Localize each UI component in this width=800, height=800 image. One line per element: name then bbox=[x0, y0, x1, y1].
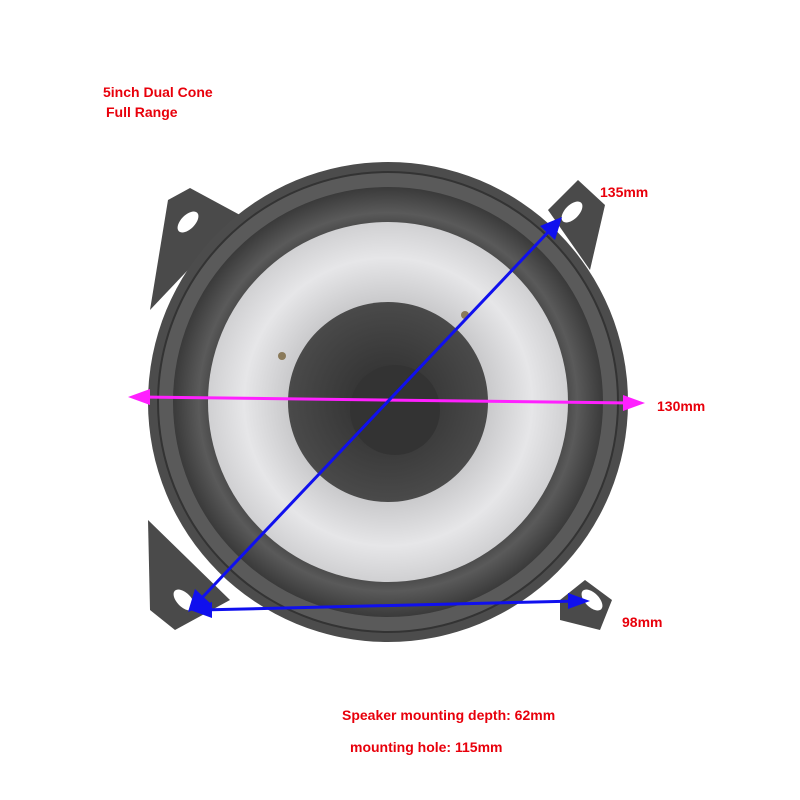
hole-note: mounting hole: 115mm bbox=[350, 739, 503, 755]
depth-note: Speaker mounting depth: 62mm bbox=[342, 707, 556, 723]
dimension-arrow-hole-spacing bbox=[190, 593, 590, 618]
mounting-hole bbox=[581, 589, 603, 611]
horizontal-dimension-label: 130mm bbox=[657, 398, 706, 414]
hole-spacing-label: 98mm bbox=[622, 614, 663, 630]
title-line2: Full Range bbox=[106, 104, 178, 120]
title-line1: 5inch Dual Cone bbox=[103, 84, 213, 100]
dust-cap bbox=[350, 365, 440, 455]
mounting-hole bbox=[177, 211, 199, 233]
dimension-arrow-horizontal bbox=[128, 389, 645, 411]
diagonal-dimension-label: 135mm bbox=[600, 184, 649, 200]
dimension-arrow-diagonal bbox=[188, 217, 562, 612]
mounting-hole bbox=[561, 201, 583, 223]
mounting-hole bbox=[173, 589, 195, 611]
